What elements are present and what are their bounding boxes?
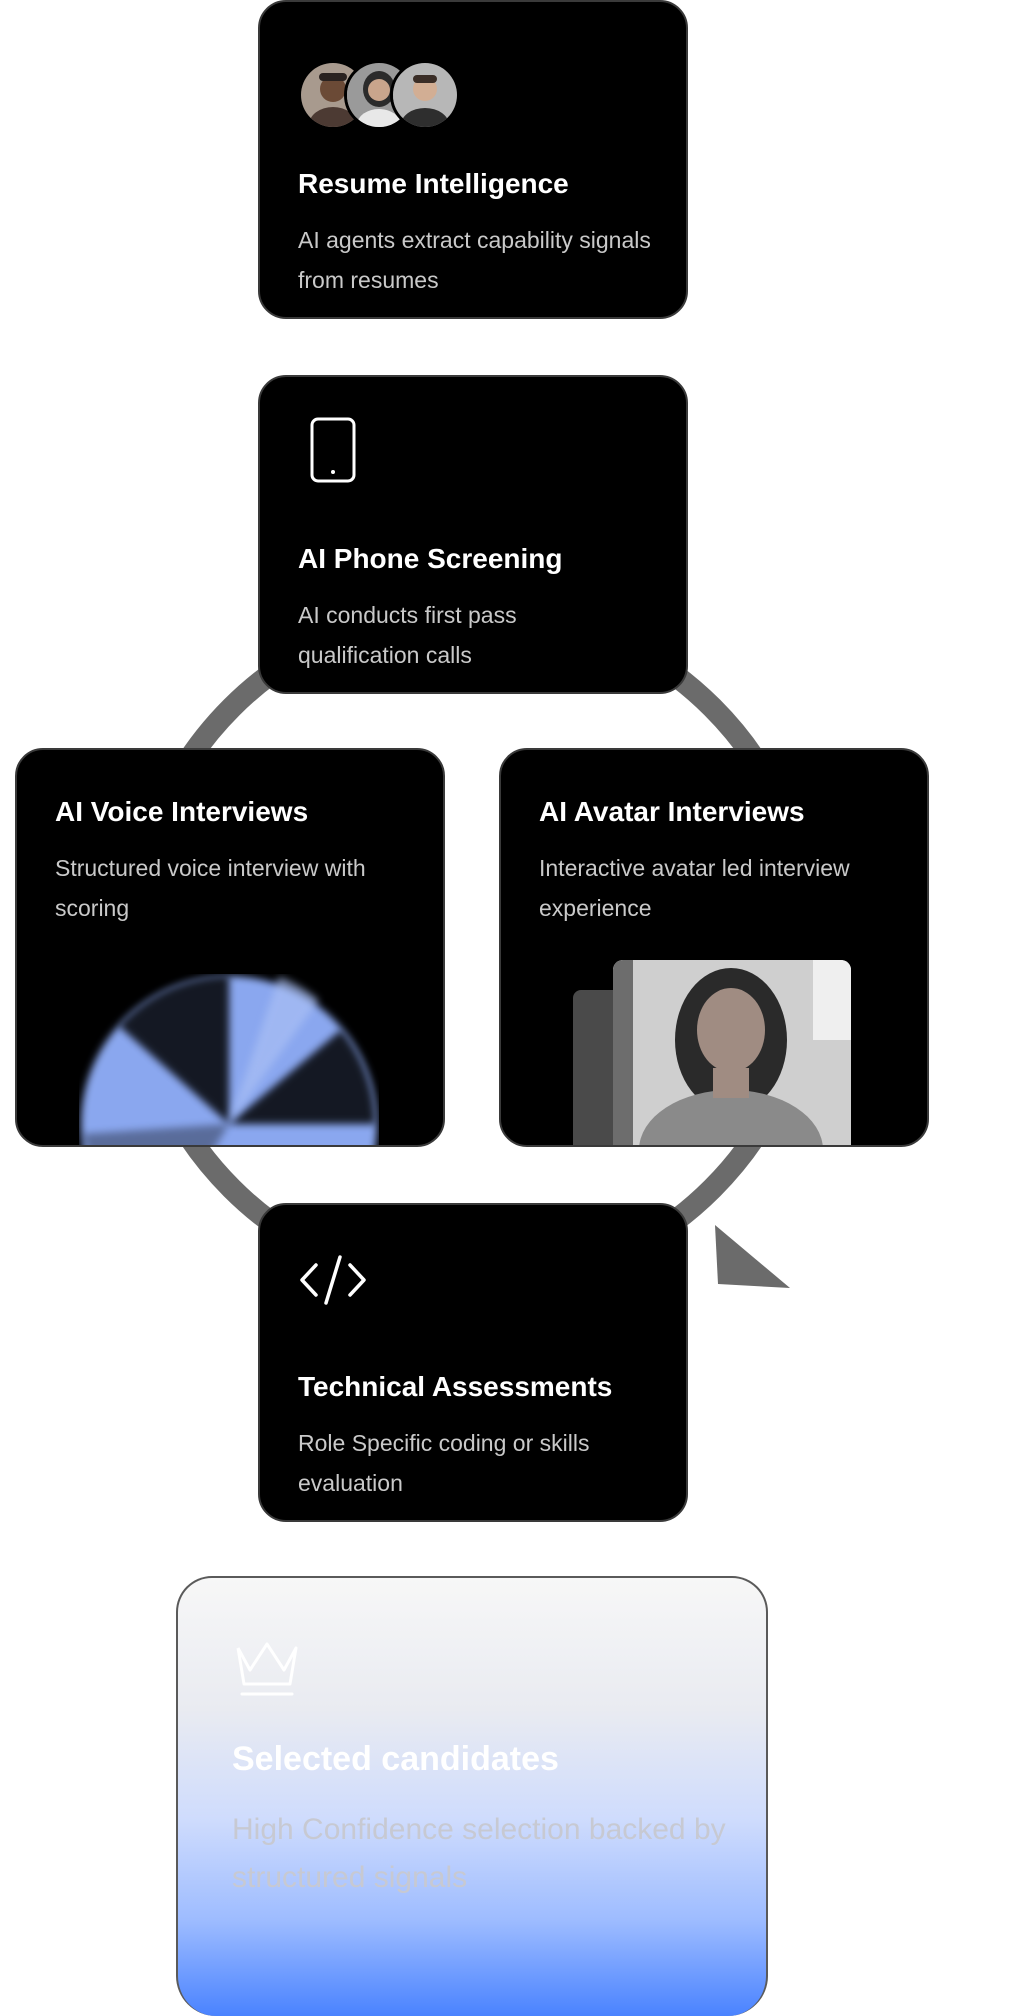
card-title: AI Avatar Interviews <box>539 796 805 827</box>
card-title: Technical Assessments <box>298 1371 613 1402</box>
phone-icon <box>298 417 368 487</box>
card-title: AI Phone Screening <box>298 543 563 574</box>
card-description: Role Specific coding or skills evaluatio… <box>298 1430 590 1496</box>
card-description: Structured voice interview with scoring <box>55 855 366 921</box>
selected-description: High Confidence selection backed by stru… <box>232 1813 726 1894</box>
card-description: AI conducts first pass qualification cal… <box>298 602 517 668</box>
card-title: AI Voice Interviews <box>55 796 309 827</box>
card-ai-phone-screening[interactable]: AI Phone Screening AI conducts first pas… <box>258 375 688 694</box>
selected-title: Selected candidates <box>232 1740 559 1778</box>
avatar-person-3 <box>390 60 460 130</box>
card-description: Interactive avatar led interview experie… <box>539 855 850 921</box>
card-ai-avatar-interviews[interactable]: AI Avatar Interviews Interactive avatar … <box>499 748 929 1147</box>
crown-icon <box>232 1636 302 1700</box>
avatar-video-back-frame <box>573 990 613 1145</box>
card-technical-assessments[interactable]: Technical Assessments Role Specific codi… <box>258 1203 688 1522</box>
candidate-avatars <box>298 60 460 130</box>
card-selected-candidates[interactable]: Selected candidates High Confidence sele… <box>176 1576 768 2016</box>
card-resume-intelligence[interactable]: Resume Intelligence AI agents extract ca… <box>258 0 688 319</box>
card-ai-voice-interviews[interactable]: AI Voice Interviews Structured voice int… <box>15 748 445 1147</box>
card-description: AI agents extract capability signals fro… <box>298 227 651 293</box>
code-icon <box>298 1245 368 1315</box>
card-title: Resume Intelligence <box>298 168 569 199</box>
cycle-arrow-head <box>715 1225 790 1288</box>
voice-orb-visual <box>79 974 379 1145</box>
avatar-video-frame[interactable] <box>613 960 851 1145</box>
